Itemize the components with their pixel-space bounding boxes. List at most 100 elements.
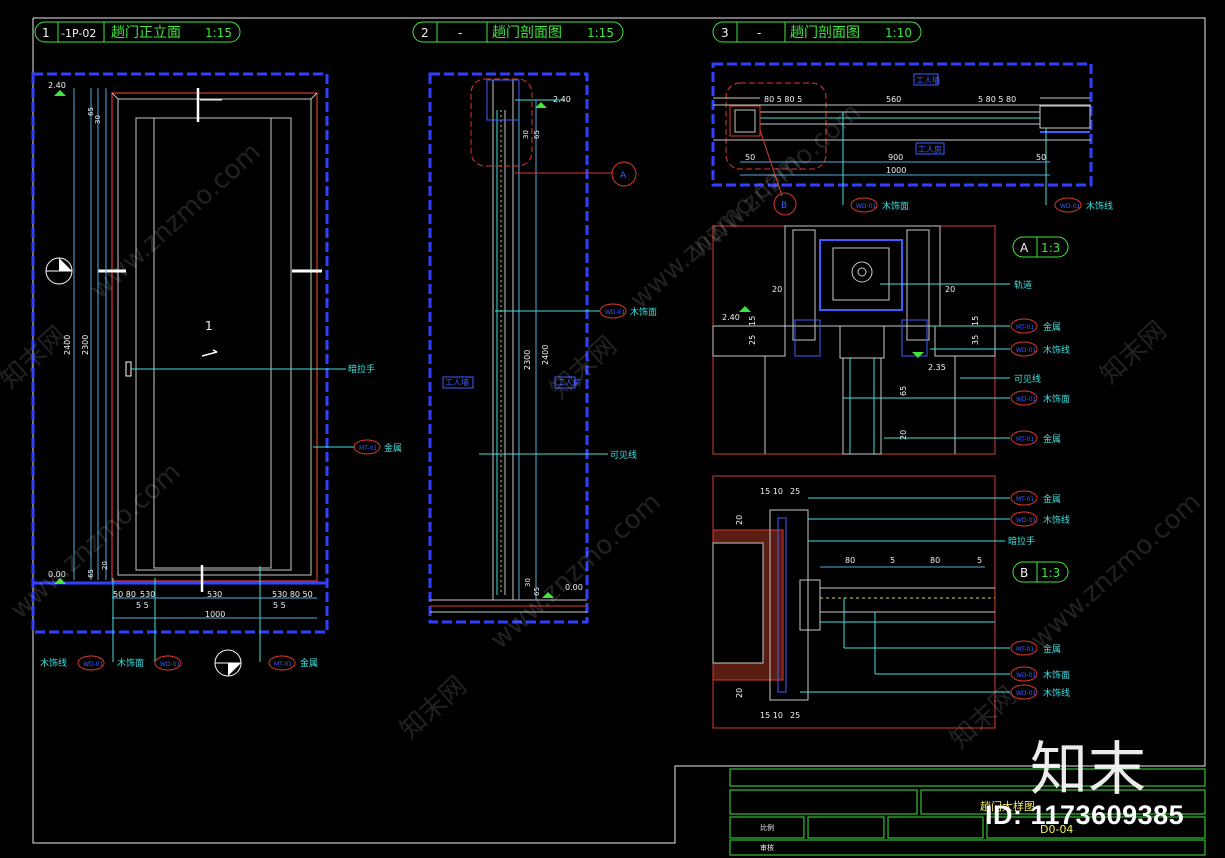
elev-dim-20: 20 (101, 561, 109, 570)
det-a-label-woodline: 木饰线 (1043, 344, 1070, 356)
svg-text:WD-01: WD-01 (1060, 203, 1081, 210)
svg-text:WD-01: WD-01 (83, 661, 104, 668)
elev-dim-530b: 530 (207, 590, 222, 599)
sec-level-top: 2.40 (553, 95, 571, 104)
det-a-dim-15b: 15 (971, 316, 980, 326)
det-b-dim-25b: 25 (790, 711, 800, 720)
watermark-7: www.znzmo.com (485, 487, 667, 655)
det-b-dim-80b: 80 (930, 556, 940, 565)
svg-text:WD-01: WD-01 (605, 309, 626, 316)
det-a-dim-35: 35 (971, 335, 980, 345)
elev-label-veneer: 木饰面 (117, 657, 144, 669)
svg-text:80 5 80 5: 80 5 80 5 (764, 95, 802, 104)
door-plan-section: 工人墙 工人房 80 5 80 5 560 5 80 5 80 50 900 5… (711, 62, 1113, 216)
sheet-border (32, 17, 1206, 844)
det-a-dim-65: 65 (899, 386, 908, 396)
plan-dim-560: 560 (886, 95, 901, 104)
det-b-dim-5b: 5 (977, 556, 982, 565)
det-a-dim-15: 15 (748, 316, 757, 326)
elev-dim-65: 65 (87, 107, 95, 116)
plan-label-bottom: 工人房 (918, 144, 942, 154)
elev-label-woodline: 木饰线 (40, 657, 67, 669)
det-b-dim-20b: 20 (735, 688, 744, 698)
sec-dim-30: 30 (522, 130, 530, 139)
watermarks: 知末网 www.znzmo.com www.znzmo.com 知末网 www.… (0, 97, 1207, 755)
elev-dim-2400: 2400 (63, 335, 72, 355)
title-2-num: 2 (421, 26, 429, 40)
title-1-name: 趟门正立面 (111, 25, 181, 41)
title-tag-1: 1 -1P-02 趟门正立面 1:15 (34, 21, 241, 43)
title-block-row-2: 审核 (760, 843, 774, 852)
elev-dim-30: 30 (94, 115, 102, 124)
detail-b: 15 10 25 15 10 25 20 20 80 5 80 5 B 1:3 … (712, 475, 1070, 729)
svg-text:50 80: 50 80 (113, 590, 136, 599)
svg-text:1: 1 (205, 319, 213, 333)
det-b-label-woodline-2: 木饰线 (1043, 687, 1070, 699)
plan-dim-50a: 50 (745, 153, 755, 162)
detail-a-scale: 1:3 (1041, 241, 1060, 255)
door-section: 2.40 0.00 2300 2400 30 65 30 65 A WD-01 … (428, 72, 657, 624)
sec-callout-a: A (620, 171, 627, 181)
svg-text:MT-01: MT-01 (359, 445, 377, 452)
plan-label-veneer: 木饰面 (882, 200, 909, 212)
svg-text:5 5: 5 5 (273, 601, 286, 610)
det-b-dim-25a: 25 (790, 487, 800, 496)
title-1-scale: 1:15 (205, 26, 232, 40)
svg-text:MT-01: MT-01 (1016, 646, 1034, 653)
door-elevation: 1 2400 2300 65 30 65 20 2.40 0.00 50 80 … (31, 72, 402, 677)
title-3-num: 3 (721, 26, 729, 40)
watermark-1: 知末网 (0, 321, 73, 395)
watermark-6: 知末网 (395, 671, 473, 745)
title-1-num: 1 (42, 26, 50, 40)
detail-a: 20 20 2.40 2.35 25 15 35 15 65 20 A 1:3 … (712, 225, 1070, 455)
svg-text:5 5: 5 5 (136, 601, 149, 610)
det-a-label-track: 轨道 (1014, 279, 1032, 291)
watermark-9: 知末网 (1095, 316, 1173, 390)
title-tag-3: 3 - 趟门剖面图 1:10 (712, 21, 922, 43)
sec-dim-65b: 65 (533, 587, 541, 596)
svg-text:WD-01: WD-01 (1016, 690, 1037, 697)
plan-dim-1000: 1000 (886, 166, 906, 175)
elev-label-handle: 暗拉手 (348, 363, 375, 375)
plan-label-top: 工人墙 (916, 75, 940, 85)
title-tag-2: 2 - 趟门剖面图 1:15 (412, 21, 624, 43)
det-b-label-handle: 暗拉手 (1008, 535, 1035, 547)
title-block-sheet-no: D0-04 (1040, 823, 1073, 836)
elev-level-floor: 0.00 (48, 570, 66, 579)
detail-a-id: A (1020, 241, 1029, 255)
det-a-label-seeline: 可见线 (1014, 373, 1041, 385)
sec-wall-label-left: 工人墙 (445, 377, 469, 387)
detail-b-scale: 1:3 (1041, 566, 1060, 580)
det-a-dim-25: 25 (748, 335, 757, 345)
elev-dim-65b: 65 (87, 569, 95, 578)
watermark-4: 知末网 (545, 331, 623, 405)
det-a-level2: 2.35 (928, 363, 946, 372)
elev-label-metal: 金属 (384, 442, 402, 454)
title-block: 趟门大样图 D0-04 比例 审核 (729, 768, 1206, 856)
svg-text:15 10: 15 10 (760, 487, 783, 496)
svg-text:WD-01: WD-01 (1016, 396, 1037, 403)
sec-dim-2300: 2300 (523, 350, 532, 370)
det-b-dim-5a: 5 (890, 556, 895, 565)
elev-level-top: 2.40 (48, 81, 66, 90)
det-b-label-veneer: 木饰面 (1043, 669, 1070, 681)
plan-label-woodline: 木饰线 (1086, 200, 1113, 212)
det-a-dim-20: 20 (899, 430, 908, 440)
sec-label-veneer: 木饰面 (630, 306, 657, 318)
title-2-scale: 1:15 (587, 26, 614, 40)
det-a-dim-20b: 20 (945, 285, 955, 294)
svg-text:MT-01: MT-01 (1016, 324, 1034, 331)
svg-text:530 80 50: 530 80 50 (272, 590, 313, 599)
svg-text:MT-01: MT-01 (1016, 436, 1034, 443)
svg-text:5 80 5 80: 5 80 5 80 (978, 95, 1016, 104)
svg-text:15 10: 15 10 (760, 711, 783, 720)
elev-label-metal-2: 金属 (300, 657, 318, 669)
det-a-label-veneer: 木饰面 (1043, 393, 1070, 405)
sec-dim-65: 65 (533, 130, 541, 139)
sec-wall-label-right: 工人房 (557, 377, 581, 387)
svg-text:MT-01: MT-01 (1016, 496, 1034, 503)
svg-text:WD-01: WD-01 (1016, 672, 1037, 679)
sec-dim-30b: 30 (524, 578, 532, 587)
det-a-level: 2.40 (722, 313, 740, 322)
